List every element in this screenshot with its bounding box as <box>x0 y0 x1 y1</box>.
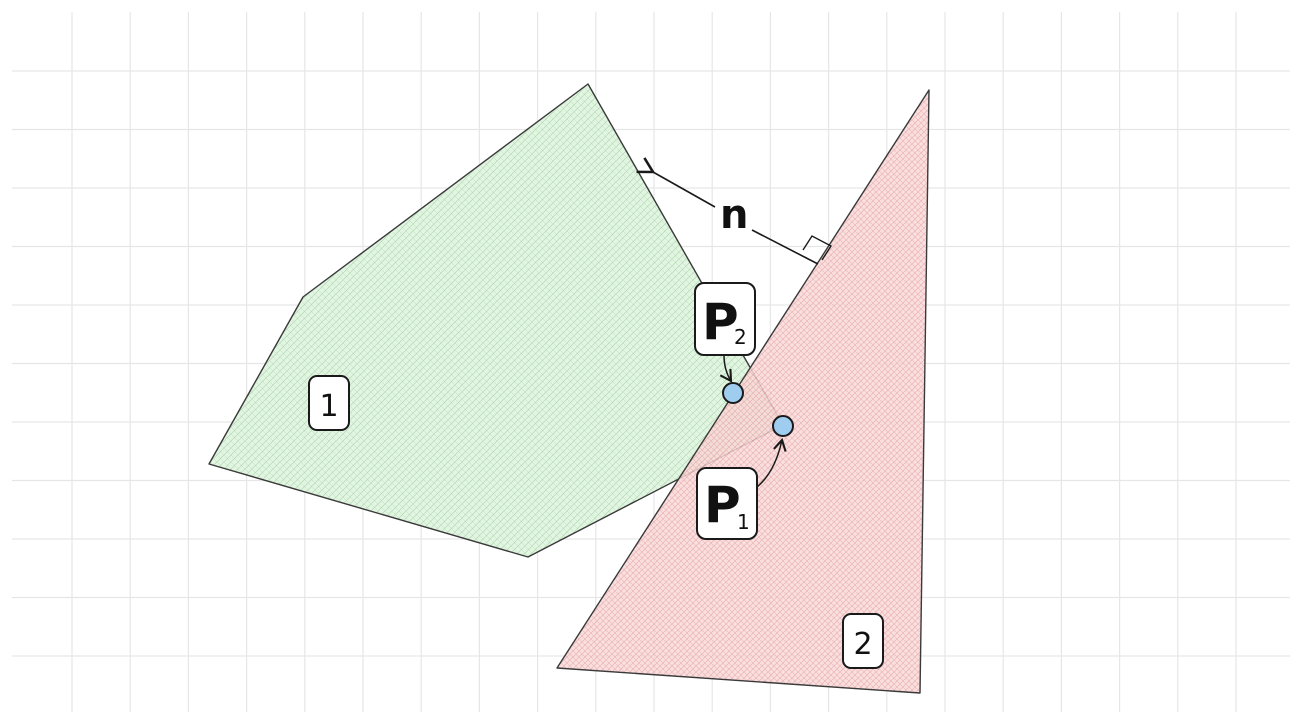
p2-arrow <box>719 354 733 383</box>
point-p2 <box>722 382 744 404</box>
p1-label-subscript: 1 <box>737 510 750 534</box>
point-p1-group: P 1 <box>696 415 794 540</box>
point-p2-group: P 2 <box>694 282 756 404</box>
p2-label-letter: P <box>702 293 739 351</box>
normal-arrow-line-upper <box>636 157 716 208</box>
normal-arrow-line-lower <box>751 229 819 265</box>
normal-vector: n <box>636 157 833 265</box>
polygon-1-label: 1 <box>308 375 350 431</box>
p1-label-letter: P <box>704 476 741 534</box>
point-p1 <box>772 415 794 437</box>
p1-arrow <box>756 437 787 488</box>
p2-label-subscript: 2 <box>734 325 747 349</box>
polygon-1-label-box <box>308 375 350 431</box>
p2-label-box <box>694 282 756 356</box>
normal-label: n <box>720 192 748 238</box>
polygon-2-label-box <box>842 613 884 669</box>
polygon-1 <box>208 83 784 558</box>
polygon-2-label-text: 2 <box>853 627 872 662</box>
polygon-1-label-text: 1 <box>319 389 338 424</box>
polygon-2-label: 2 <box>842 613 884 669</box>
right-angle-marker <box>802 235 833 261</box>
p1-label-box <box>696 467 758 540</box>
